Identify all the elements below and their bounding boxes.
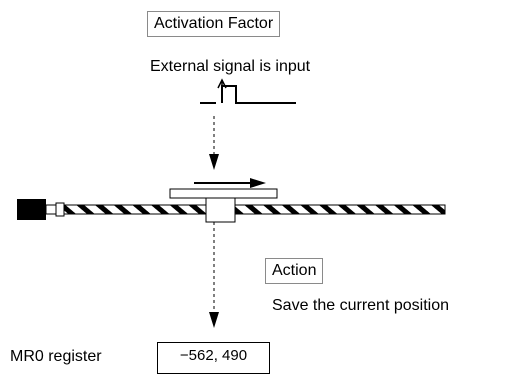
action-description: Save the current position xyxy=(272,297,449,314)
guide-plate xyxy=(169,188,278,199)
action-label: Action xyxy=(265,258,324,284)
register-label: MR0 register xyxy=(10,348,102,365)
slider-block xyxy=(205,197,236,223)
coupling xyxy=(45,204,57,215)
trigger-description: External signal is input xyxy=(150,58,311,75)
signal-arrowhead xyxy=(209,154,219,170)
input-pulse-signal xyxy=(200,78,296,104)
screw-shaft xyxy=(63,204,446,215)
coupling-flange xyxy=(55,202,65,217)
register-value: −562, 490 xyxy=(157,342,270,374)
motion-arrowhead xyxy=(250,178,266,188)
motor-block xyxy=(17,199,46,220)
activation-factor-label: Activation Factor xyxy=(147,11,281,37)
store-arrowhead xyxy=(209,312,219,328)
